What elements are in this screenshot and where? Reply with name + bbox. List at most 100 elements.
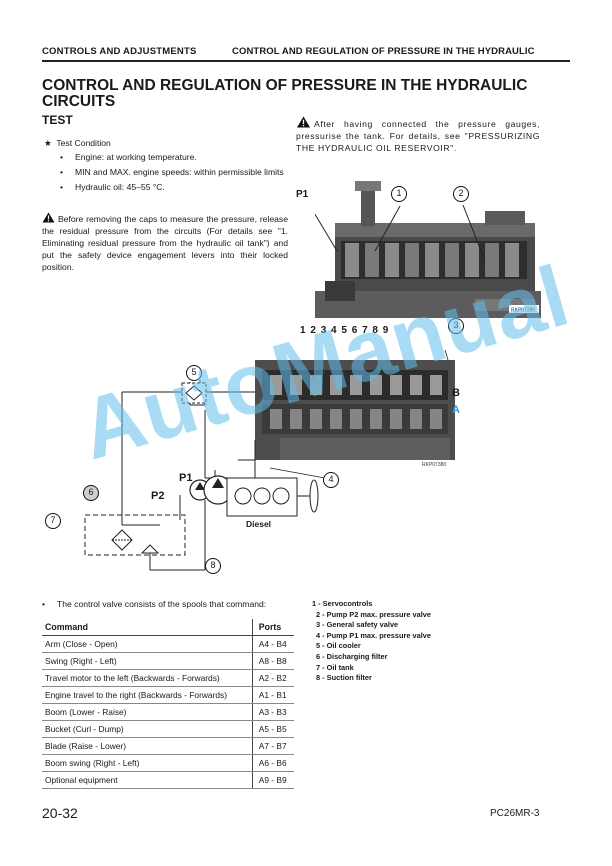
page-title: CONTROL AND REGULATION OF PRESSURE IN TH…: [42, 77, 528, 110]
table-row: Travel motor to the left (Backwards - Fo…: [42, 669, 294, 687]
legend-item: 7 - Oil tank: [316, 662, 354, 672]
running-header-topic: CONTROL AND REGULATION OF PRESSURE IN TH…: [232, 46, 535, 57]
diagram-code-label: RKP07380: [422, 462, 446, 468]
command-cell: Arm (Close - Open): [42, 635, 253, 653]
table-intro: • The control valve consists of the spoo…: [42, 599, 266, 609]
spool-label: 9: [382, 325, 389, 336]
table-row: Swing (Right - Left)A8 - B8: [42, 652, 294, 670]
callout-8-icon: [205, 558, 221, 574]
ports-cell: A3 - B3: [251, 703, 294, 721]
label-p1-photo: P1: [296, 189, 309, 200]
callout-4-icon: [323, 472, 339, 488]
command-cell: Travel motor to the left (Backwards - Fo…: [42, 669, 253, 687]
callout-2-label: 2: [458, 188, 464, 198]
spool-label: 1: [300, 325, 306, 336]
table-header-row: Command Ports: [42, 619, 294, 636]
test-condition-label: Test Condition: [56, 138, 111, 148]
table-row: Boom (Lower - Raise)A3 - B3: [42, 703, 294, 721]
ports-cell: A4 - B4: [251, 635, 294, 653]
diesel-engine-label: Diesel: [246, 519, 272, 529]
model-code: PC26MR-3: [490, 808, 540, 819]
callout-3-icon: [448, 318, 464, 334]
warning-note-residual-pressure: Before removing the caps to measure the …: [42, 212, 288, 273]
port-label-a: A: [452, 404, 460, 416]
ports-cell: A7 - B7: [251, 737, 294, 755]
pump-label-p2: P2: [151, 490, 165, 502]
pump-label-p1: P1: [179, 472, 193, 484]
spool-label: 2: [310, 325, 316, 336]
table-row: Engine travel to the right (Backwards - …: [42, 686, 294, 704]
callout-5-label: 5: [191, 367, 197, 377]
callout-5-icon: [186, 365, 202, 381]
list-item-text: Engine: at working temperature.: [75, 152, 197, 162]
callout-1-icon: [391, 186, 407, 202]
ports-cell: A9 - B9: [251, 771, 294, 789]
callout-1-label: 1: [396, 188, 402, 198]
legend-item: 3 - General safety valve: [316, 620, 399, 630]
callout-7-label: 7: [50, 515, 56, 525]
table-row: Arm (Close - Open)A4 - B4: [42, 635, 294, 653]
bullet-icon: •: [60, 167, 64, 177]
ports-cell: A5 - B5: [251, 720, 294, 738]
legend-item: 4 - Pump P1 max. pressure valve: [316, 630, 432, 640]
command-cell: Blade (Raise - Lower): [42, 737, 253, 755]
warning-text: Before removing the caps to measure the …: [42, 214, 288, 272]
warning-note-pressurize-tank: After having connected the pressure gaug…: [296, 116, 540, 154]
callout-8-label: 8: [210, 560, 216, 570]
ports-cell: A8 - B8: [251, 652, 294, 670]
table-row: Bucket (Curl - Dump)A5 - B5: [42, 720, 294, 738]
bullet-icon: •: [60, 182, 64, 192]
test-condition-list: • Engine: at working temperature. • MIN an…: [55, 151, 290, 196]
warning-text: After having connected the pressure gaug…: [296, 119, 540, 153]
command-cell: Bucket (Curl - Dump): [42, 720, 253, 738]
legend-item: 8 - Suction filter: [316, 673, 372, 683]
test-condition-heading: ★ Test Condition: [44, 137, 111, 149]
callout-2-icon: [453, 186, 469, 202]
spool-label: 4: [331, 325, 337, 336]
warning-triangle-icon: [42, 212, 55, 223]
list-item: • MIN and MAX. engine speeds: within perm…: [55, 166, 290, 178]
spool-label: 5: [341, 325, 347, 336]
star-icon: ★: [44, 138, 52, 148]
ports-cell: A2 - B2: [251, 669, 294, 687]
running-header-section: CONTROLS AND ADJUSTMENTS: [42, 46, 197, 57]
legend-item: 6 - Discharging filter: [316, 651, 388, 661]
port-label-b: B: [452, 387, 460, 399]
callout-6-icon: [83, 485, 99, 501]
ports-cell: A6 - B6: [251, 754, 294, 772]
column-header-ports: Ports: [251, 619, 294, 636]
list-item: • Engine: at working temperature.: [55, 151, 290, 163]
list-item-text: MIN and MAX. engine speeds: within permi…: [75, 167, 284, 177]
spool-label: 7: [362, 325, 368, 336]
callout-3-label: 3: [453, 320, 459, 330]
callout-4-label: 4: [328, 474, 334, 484]
hydraulic-circuit-diagram: RKP07380: [84, 344, 460, 571]
ports-cell: A1 - B1: [251, 686, 294, 704]
command-cell: Boom (Lower - Raise): [42, 703, 253, 721]
list-item: •Hydraulic oil: 45–55 °C.: [55, 181, 290, 193]
warning-triangle-icon: [296, 116, 311, 128]
command-cell: Engine travel to the right (Backwards - …: [42, 686, 253, 704]
command-cell: Swing (Right - Left): [42, 652, 253, 670]
legend-item: 1 - Servocontrols: [312, 599, 373, 608]
control-valve-photo: RKP07390: [315, 181, 541, 318]
column-header-command: Command: [42, 619, 253, 636]
command-ports-table: Command Ports Arm (Close - Open)A4 - B4 …: [42, 619, 294, 789]
legend-item: 5 - Oil cooler: [316, 641, 361, 651]
spool-label: 3: [320, 325, 327, 336]
page-number: 20-32: [42, 805, 78, 821]
header-rule: [42, 60, 570, 62]
photo-code-label: RKP07390: [511, 308, 535, 314]
table-row: Blade (Raise - Lower)A7 - B7: [42, 737, 294, 755]
legend-item: 2 - Pump P2 max. pressure valve: [316, 609, 432, 619]
spool-number-row: 1 2 3 4 5 6 7 8 9: [300, 325, 388, 336]
intro-text: The control valve consists of the spools…: [56, 599, 267, 609]
callout-7-icon: [45, 513, 61, 529]
figure-legend: 1 - Servocontrols 2 - Pump P2 max. press…: [312, 599, 431, 684]
command-cell: Optional equipment: [42, 771, 253, 789]
section-subtitle: TEST: [42, 113, 73, 127]
bullet-icon: •: [42, 599, 46, 609]
spool-label: 8: [372, 325, 378, 336]
bullet-icon: •: [60, 152, 64, 162]
